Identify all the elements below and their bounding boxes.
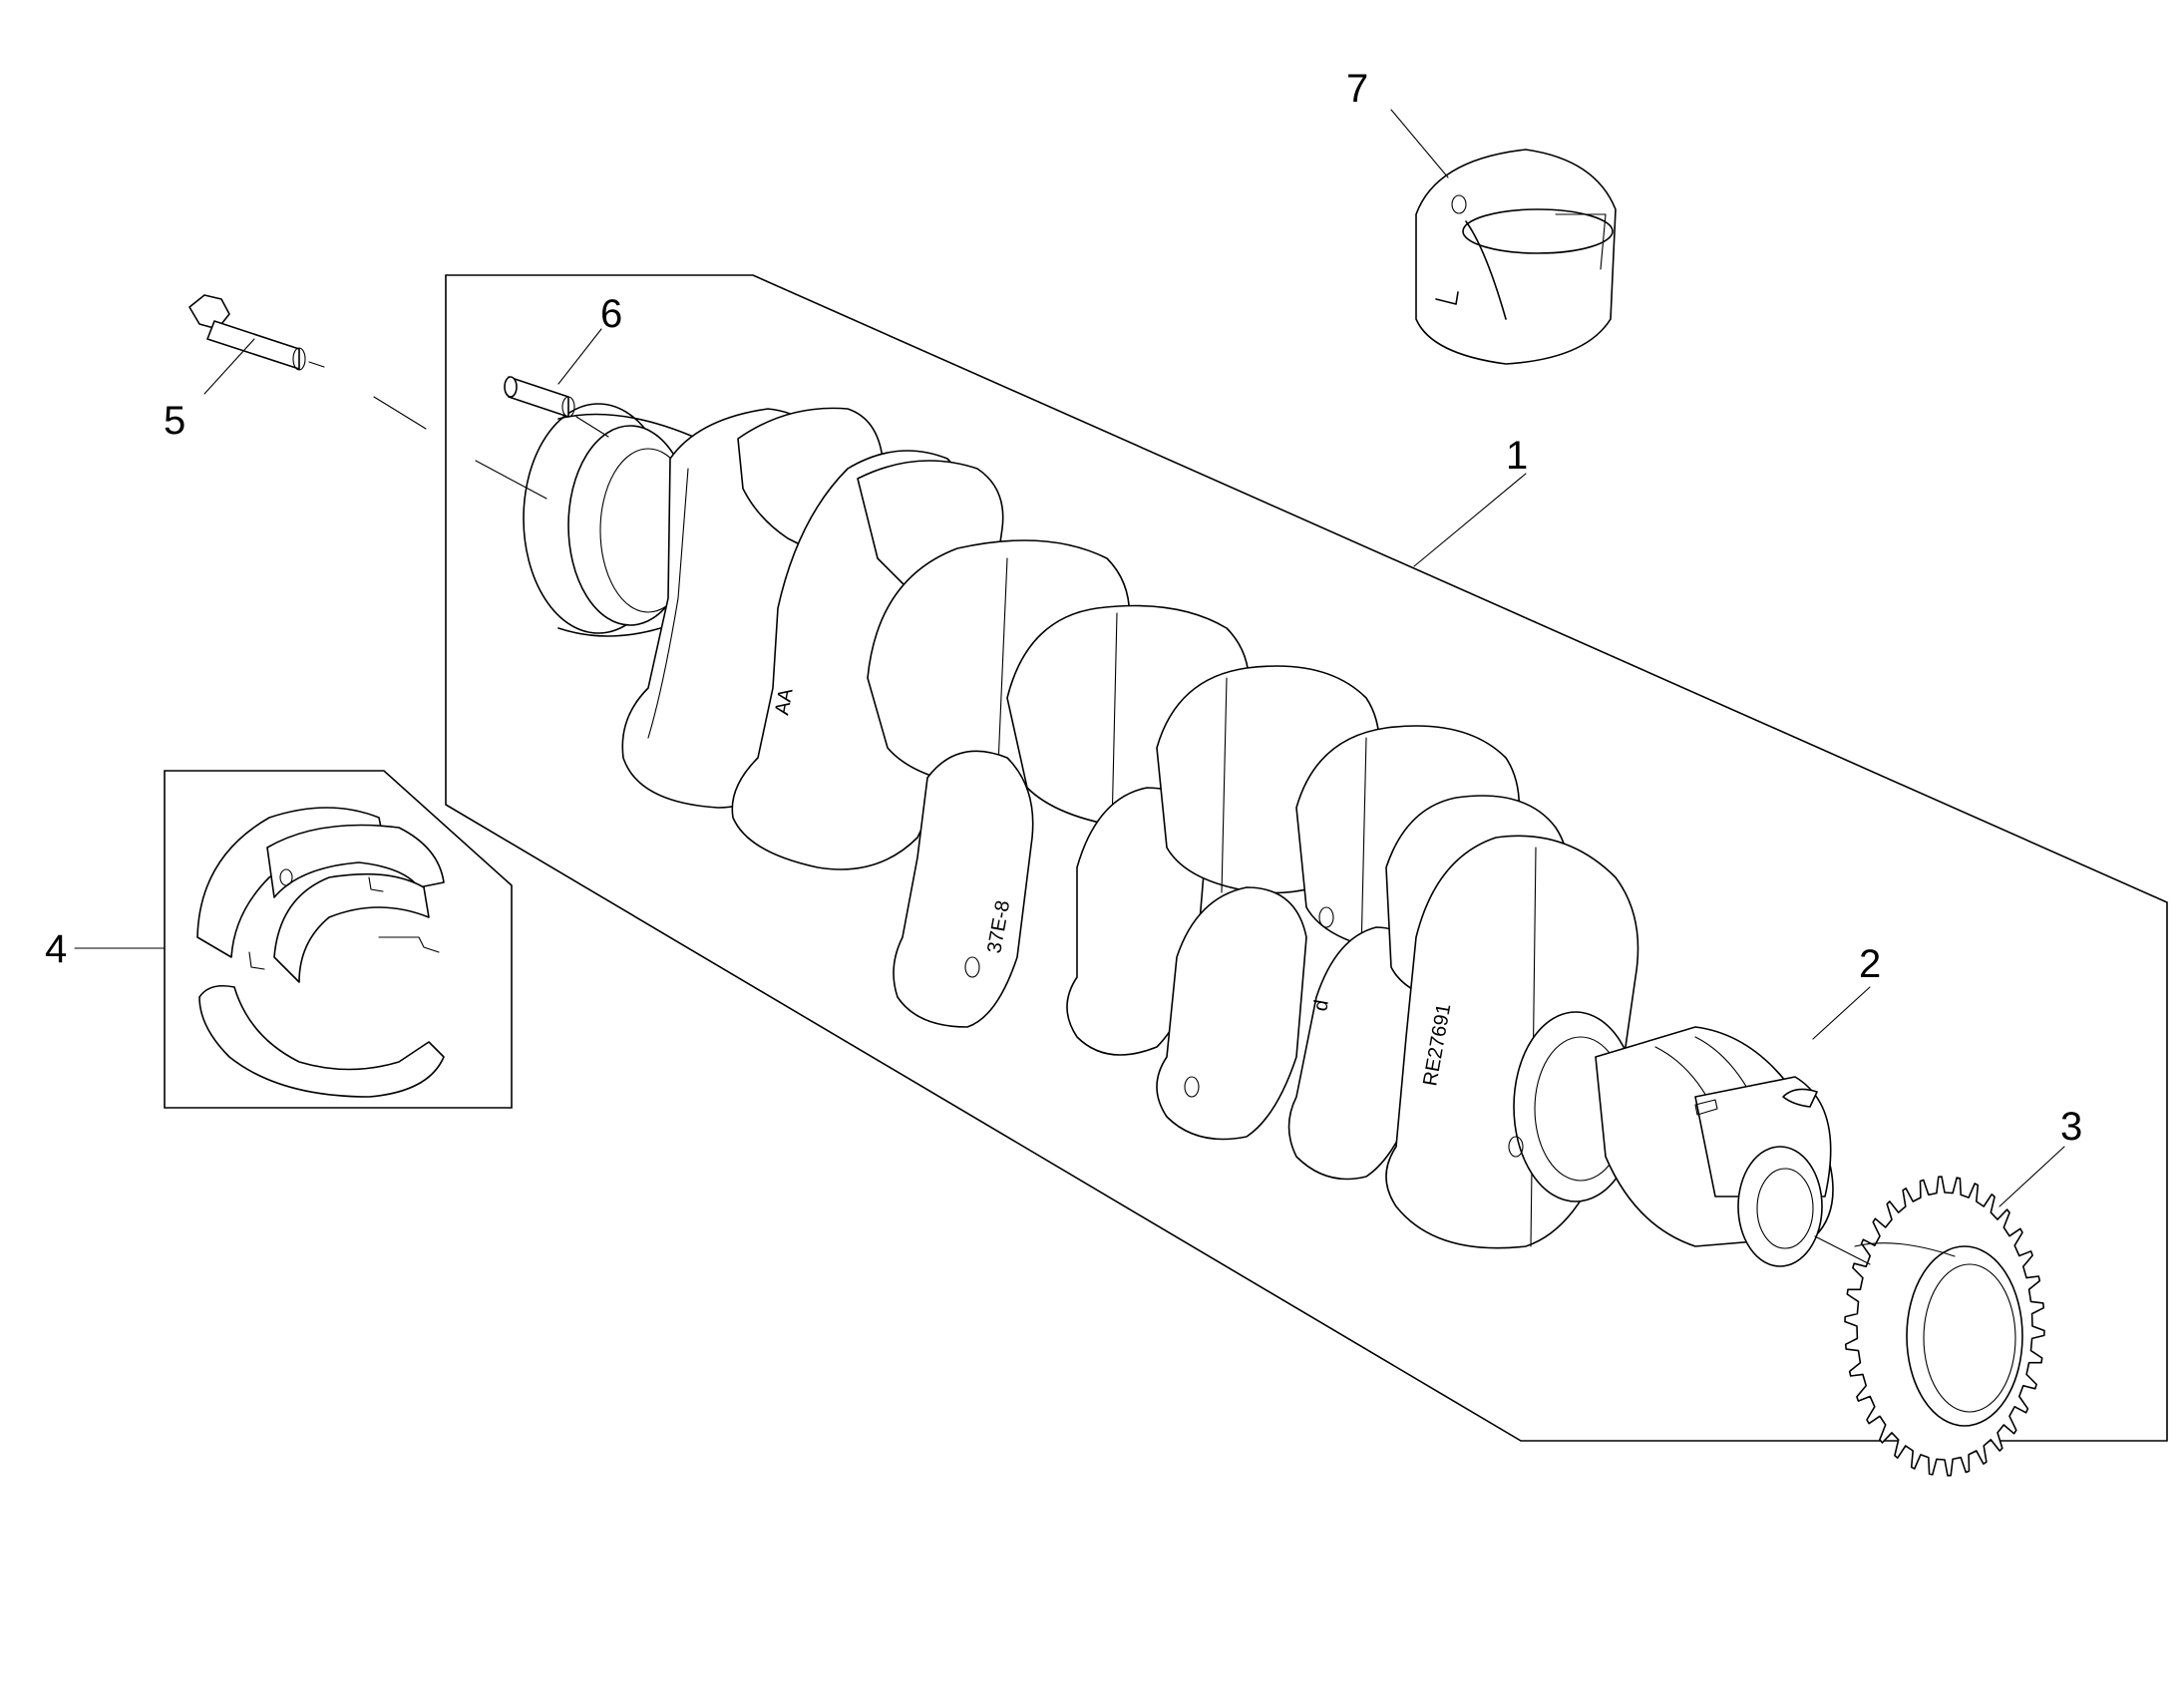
oil-hole (1318, 906, 1334, 928)
crankshaft-group-frame (445, 274, 2168, 1442)
main-bearing-kit (196, 807, 445, 1098)
timing-gear (1844, 1176, 2045, 1477)
leader-lines (74, 109, 2065, 1265)
keyway (1694, 1099, 1718, 1116)
nose-bore (1737, 1146, 1823, 1267)
center-line (373, 396, 427, 430)
leader-6 (557, 328, 602, 385)
leader-1 (1413, 473, 1527, 567)
callout-5: 5 (164, 399, 185, 443)
center-line (1814, 1235, 1871, 1265)
thrust-bearing (1415, 149, 1617, 365)
oil-hole (1184, 1076, 1200, 1098)
callout-3: 3 (2060, 1105, 2082, 1149)
callout-4: 4 (45, 927, 67, 971)
callout-2: 2 (1859, 942, 1881, 986)
center-line (475, 460, 547, 500)
flywheel-bolt (188, 294, 325, 371)
crank-web-3 (893, 750, 1034, 1028)
stamp-aa: AA (771, 686, 797, 717)
oil-hole (1508, 1136, 1524, 1158)
callout-7: 7 (1346, 67, 1368, 111)
callout-1: 1 (1506, 434, 1528, 478)
leader-2 (1812, 986, 1871, 1040)
leader-5 (203, 338, 255, 395)
leader-7 (1390, 109, 1449, 178)
center-line (575, 416, 609, 438)
dowel-pin (504, 376, 575, 418)
callout-6: 6 (600, 292, 622, 336)
callouts: 1 2 3 4 5 6 7 (45, 67, 2082, 1149)
crank-web-5 (1156, 886, 1307, 1141)
stamp-d: d (1309, 998, 1333, 1013)
leader-3 (1998, 1146, 2065, 1207)
woodruff-key (1782, 1088, 1818, 1108)
bearing-kit-frame (164, 770, 513, 1109)
oil-hole (964, 956, 980, 978)
crankshaft: AA 37E-8 d RE27691 (523, 403, 1834, 1267)
